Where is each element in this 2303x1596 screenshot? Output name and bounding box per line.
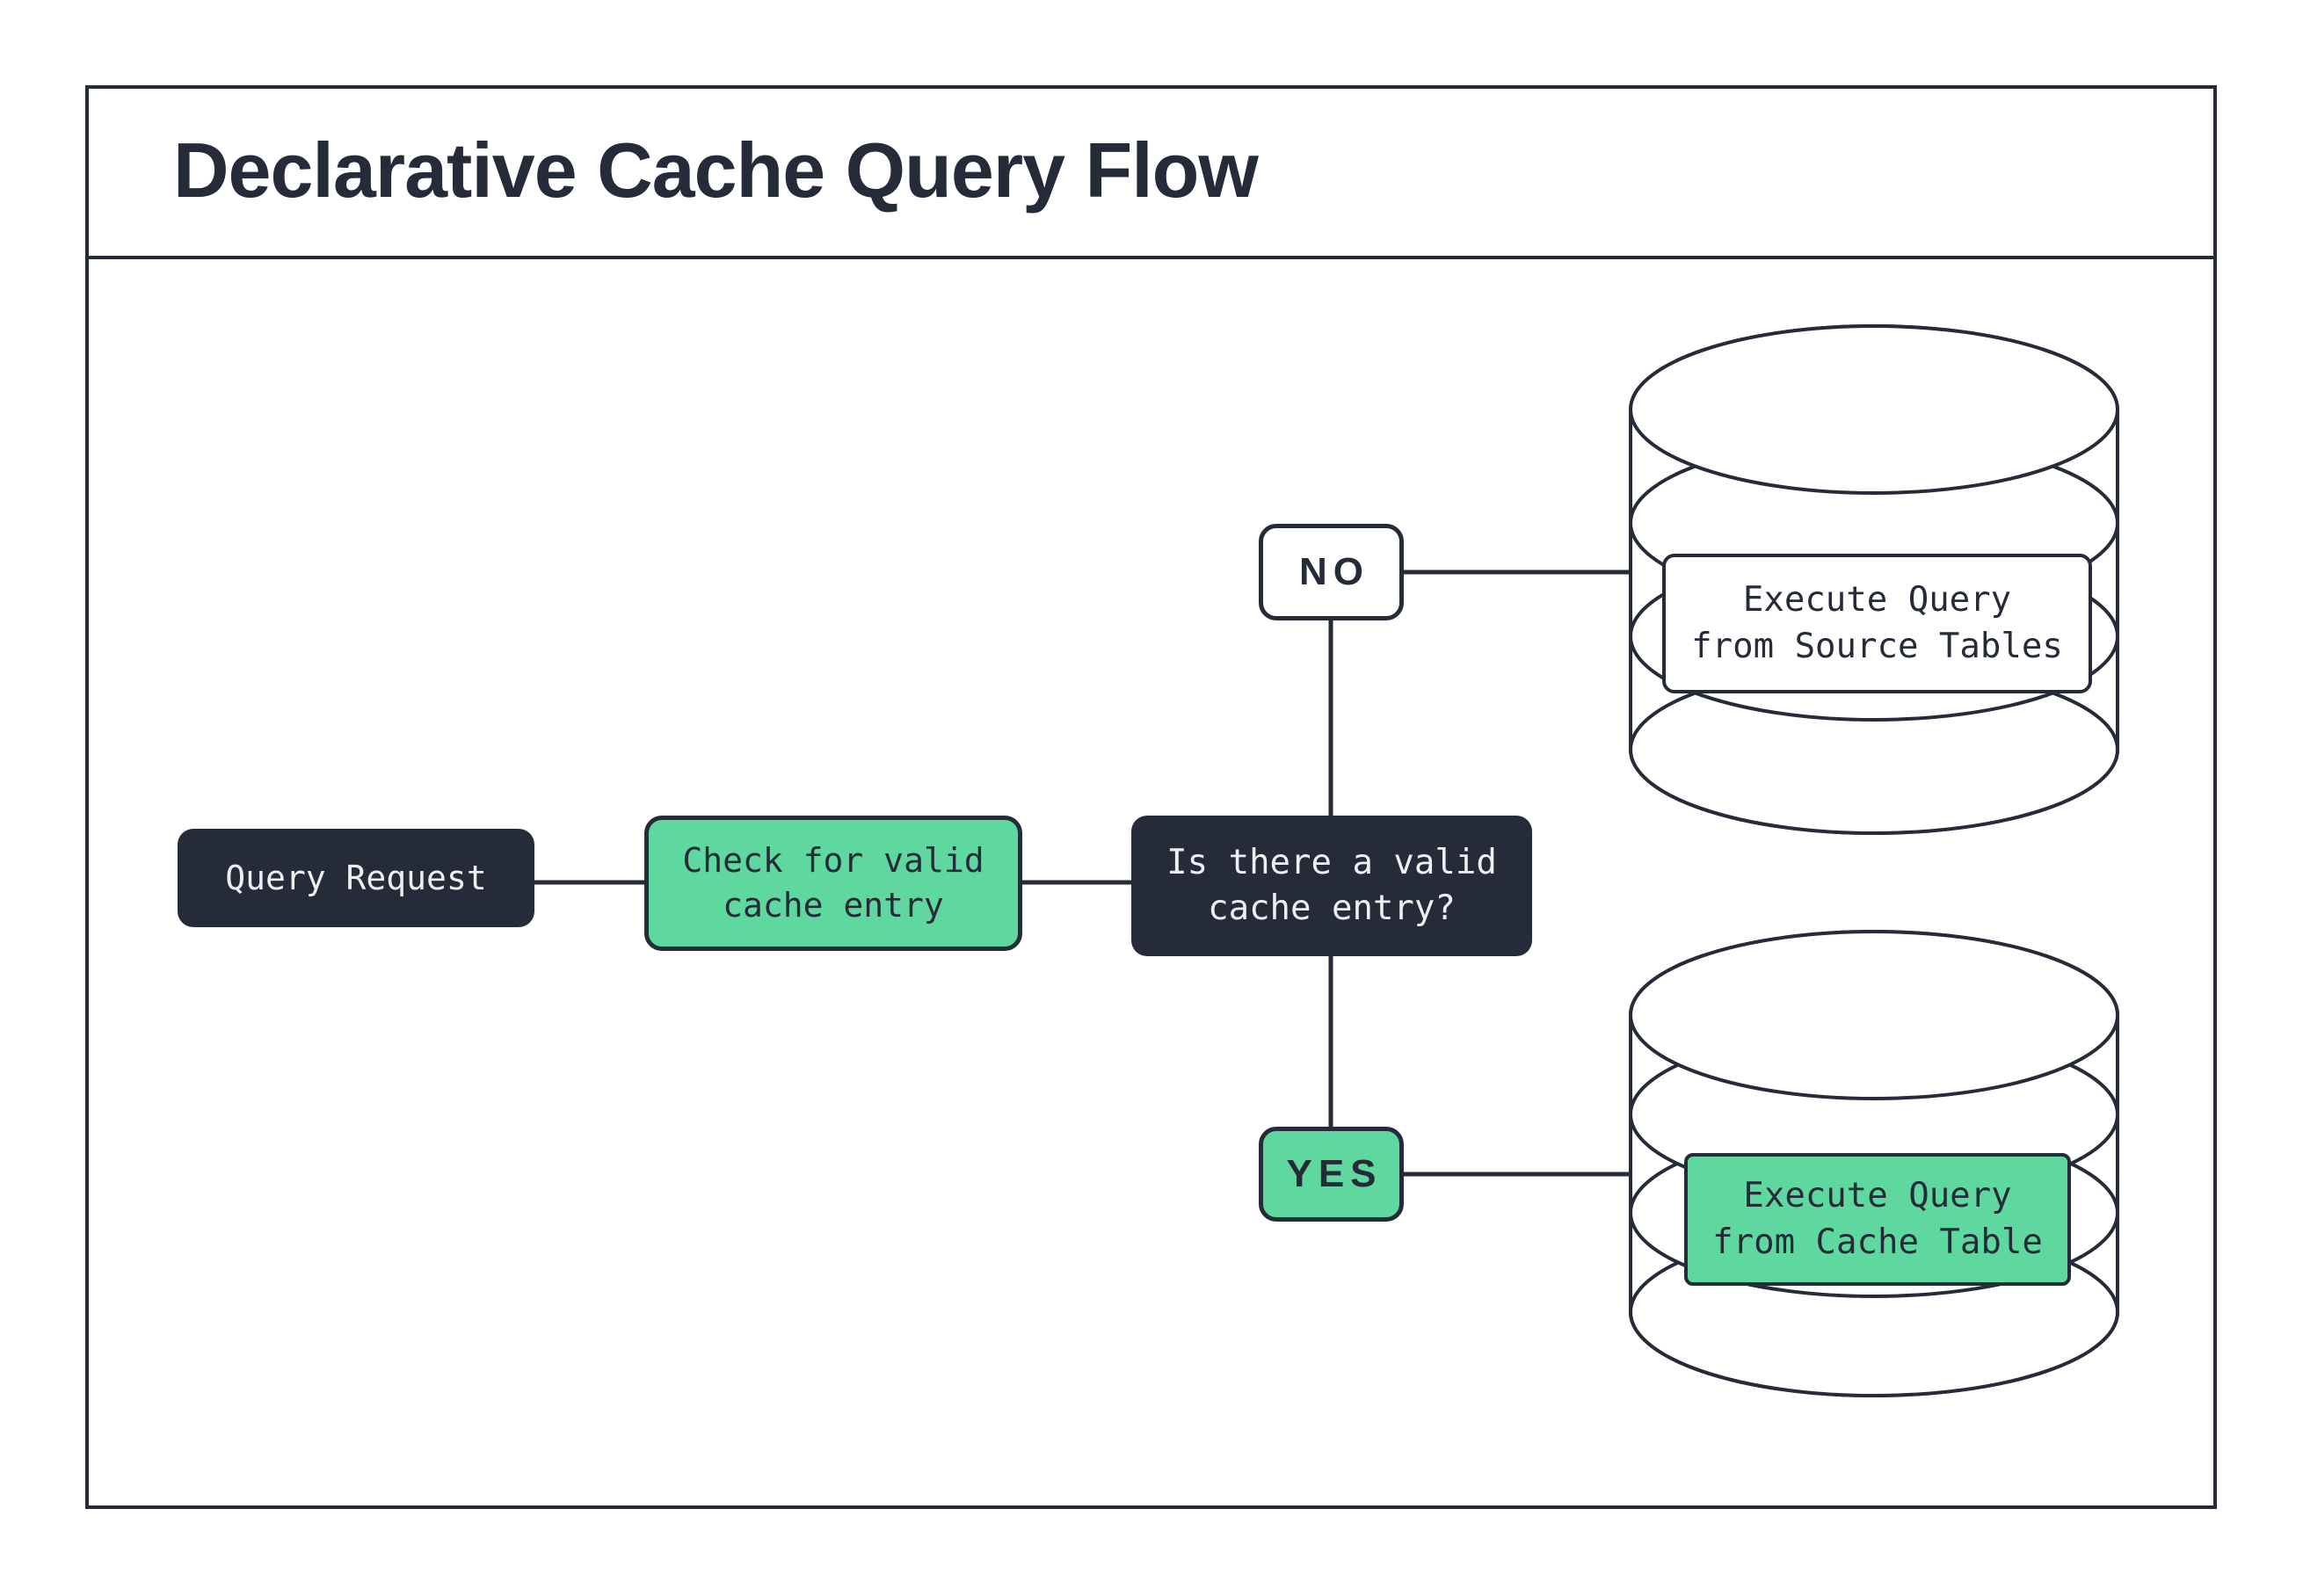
branch-label-no-text: NO — [1299, 549, 1369, 593]
branch-label-no: NO — [1259, 524, 1404, 620]
branch-label-yes: YES — [1259, 1127, 1404, 1222]
node-check-cache: Check for valid cache entry — [644, 816, 1022, 951]
node-execute-source-tables: Execute Query from Source Tables — [1662, 554, 2092, 693]
node-execute-cache-table-line1: Execute Query — [1743, 1175, 2012, 1215]
node-execute-source-tables-line1: Execute Query — [1742, 579, 2012, 620]
node-query-request-label: Query Request — [225, 858, 487, 897]
branch-label-yes-text: YES — [1286, 1151, 1383, 1195]
diagram-frame — [85, 85, 2217, 1509]
node-cache-decision-label-line1: Is there a valid — [1166, 843, 1497, 883]
node-execute-cache-table-line2: from Cache Table — [1712, 1222, 2043, 1262]
node-cache-decision: Is there a valid cache entry? — [1131, 816, 1532, 956]
node-check-cache-label-line2: cache entry — [723, 886, 944, 925]
page-title: Declarative Cache Query Flow — [173, 127, 1259, 214]
node-cache-decision-label-line2: cache entry? — [1208, 889, 1456, 928]
node-execute-source-tables-line2: from Source Tables — [1691, 626, 2063, 666]
node-query-request: Query Request — [178, 829, 534, 927]
node-execute-cache-table: Execute Query from Cache Table — [1684, 1153, 2071, 1286]
node-check-cache-label-line1: Check for valid — [682, 841, 984, 881]
diagram-header: Declarative Cache Query Flow — [85, 85, 2217, 259]
